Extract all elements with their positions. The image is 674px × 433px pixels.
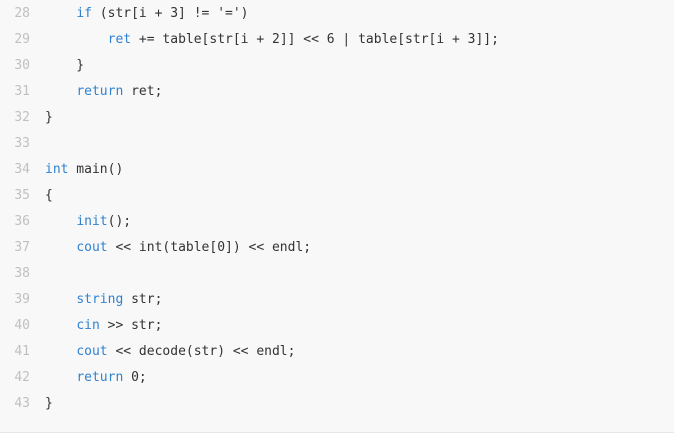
code-text: { xyxy=(30,183,53,209)
line-number: 35 xyxy=(14,188,30,203)
code-token: { xyxy=(45,188,53,203)
code-line: 36 init(); xyxy=(0,209,674,235)
code-keyword: init xyxy=(76,214,108,229)
code-text: if (str[i + 3] != '=') xyxy=(30,1,249,27)
code-token: } xyxy=(45,58,85,73)
code-line: 42 return 0; xyxy=(0,365,674,391)
code-token: << decode(str) << endl; xyxy=(107,344,296,359)
line-number: 43 xyxy=(14,396,30,411)
code-text: return ret; xyxy=(30,79,162,105)
line-number: 37 xyxy=(14,240,30,255)
code-token: str; xyxy=(123,292,163,307)
code-text xyxy=(30,261,45,287)
code-keyword: if xyxy=(76,6,92,21)
code-token xyxy=(45,344,76,359)
code-line: 35 { xyxy=(0,183,674,209)
line-number: 42 xyxy=(14,370,30,385)
code-text: init(); xyxy=(30,209,131,235)
code-text: } xyxy=(30,391,53,417)
code-token: } xyxy=(45,110,53,125)
code-keyword: return xyxy=(76,84,124,99)
code-token xyxy=(45,292,76,307)
code-keyword: ret xyxy=(107,32,132,47)
code-keyword: cout xyxy=(76,240,108,255)
code-text: cin >> str; xyxy=(30,313,162,339)
code-token: << int(table[0]) << endl; xyxy=(107,240,312,255)
code-lines: 28 if (str[i + 3] != '=')29 ret += table… xyxy=(0,1,674,417)
line-number: 40 xyxy=(14,318,30,333)
code-line: 37 cout << int(table[0]) << endl; xyxy=(0,235,674,261)
code-line: 39 string str; xyxy=(0,287,674,313)
code-text: cout << decode(str) << endl; xyxy=(30,339,295,365)
code-token xyxy=(45,240,76,255)
code-keyword: int xyxy=(45,162,69,177)
code-token xyxy=(45,214,76,229)
code-line: 38 xyxy=(0,261,674,287)
code-token: (str[i + 3] != '=') xyxy=(91,6,249,21)
code-keyword: string xyxy=(76,292,124,307)
code-keyword: return xyxy=(76,370,124,385)
code-line: 29 ret += table[str[i + 2]] << 6 | table… xyxy=(0,27,674,53)
code-line: 41 cout << decode(str) << endl; xyxy=(0,339,674,365)
code-line: 33 xyxy=(0,131,674,157)
code-text: ret += table[str[i + 2]] << 6 | table[st… xyxy=(30,27,499,53)
code-token: ret; xyxy=(123,84,163,99)
line-number: 30 xyxy=(14,58,30,73)
line-number: 38 xyxy=(14,266,30,281)
code-line: 40 cin >> str; xyxy=(0,313,674,339)
code-token xyxy=(45,370,76,385)
code-token: += table[str[i + 2]] << 6 | table[str[i … xyxy=(131,32,499,47)
code-token xyxy=(45,6,76,21)
line-number: 34 xyxy=(14,162,30,177)
code-token: (); xyxy=(107,214,132,229)
code-line: 28 if (str[i + 3] != '=') xyxy=(0,1,674,27)
code-token xyxy=(45,318,76,333)
code-line: 32} xyxy=(0,105,674,131)
code-token: >> str; xyxy=(99,318,163,333)
line-number: 41 xyxy=(14,344,30,359)
code-text: string str; xyxy=(30,287,162,313)
line-number: 33 xyxy=(14,136,30,151)
code-text: cout << int(table[0]) << endl; xyxy=(30,235,311,261)
code-token: } xyxy=(45,396,53,411)
code-text: } xyxy=(30,53,84,79)
code-line: 31 return ret; xyxy=(0,79,674,105)
code-token: 0; xyxy=(123,370,147,385)
code-text xyxy=(30,131,45,157)
code-line: 43} xyxy=(0,391,674,417)
line-number: 36 xyxy=(14,214,30,229)
line-number: 28 xyxy=(14,6,30,21)
line-number: 39 xyxy=(14,292,30,307)
code-token xyxy=(45,32,108,47)
code-token xyxy=(45,84,76,99)
line-number: 32 xyxy=(14,110,30,125)
code-line: 30 } xyxy=(0,53,674,79)
code-keyword: cout xyxy=(76,344,108,359)
code-text: return 0; xyxy=(30,365,147,391)
code-text: } xyxy=(30,105,53,131)
line-number: 29 xyxy=(14,32,30,47)
code-token: main() xyxy=(68,162,124,177)
line-number: 31 xyxy=(14,84,30,99)
code-keyword: cin xyxy=(76,318,100,333)
code-text: int main() xyxy=(30,157,123,183)
